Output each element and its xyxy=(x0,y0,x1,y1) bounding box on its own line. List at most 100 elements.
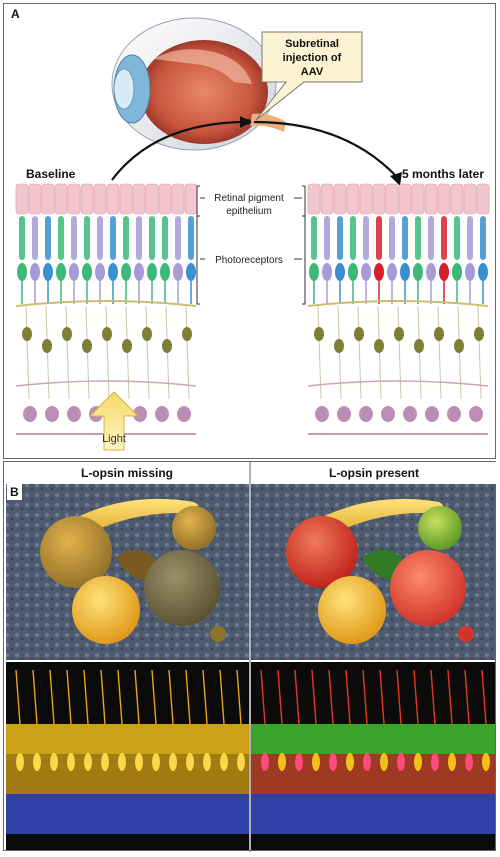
cone-process xyxy=(83,669,89,725)
photoreceptor-outer-segment xyxy=(441,216,447,260)
right-column-header: L-opsin present xyxy=(329,466,419,480)
cone-process xyxy=(362,669,368,725)
rpe-cell xyxy=(28,183,42,215)
cone-process xyxy=(481,669,487,725)
light-label: Light xyxy=(102,433,126,445)
cone-soma xyxy=(346,753,354,771)
rpe-cell xyxy=(41,183,55,215)
cone-process xyxy=(328,669,334,725)
cone-soma xyxy=(278,753,286,771)
ganglion-cell xyxy=(67,406,81,422)
bipolar-cell xyxy=(354,327,364,341)
photoreceptor-outer-segment xyxy=(175,216,181,260)
photoreceptor-outer-segment xyxy=(32,216,38,260)
cone-process xyxy=(236,669,242,725)
photoreceptor-cell-body xyxy=(121,263,131,281)
retina-baseline xyxy=(15,183,198,435)
photoreceptor-cell-body xyxy=(452,263,462,281)
cone-soma xyxy=(482,753,490,771)
photoreceptor-cell-body xyxy=(400,263,410,281)
baseline-label: Baseline xyxy=(26,167,76,181)
bipolar-process xyxy=(105,305,110,400)
cone-soma xyxy=(431,753,439,771)
bipolar-process xyxy=(65,305,70,400)
photoreceptor-outer-segment xyxy=(84,216,90,260)
baseline-arrow xyxy=(111,120,243,181)
ganglion-cell xyxy=(359,406,373,422)
cone-soma xyxy=(363,753,371,771)
cone-process xyxy=(49,669,55,725)
ganglion-cell xyxy=(155,406,169,422)
retina-diagram: Subretinal injection of AAV Baseline 5 m… xyxy=(15,17,490,451)
cone-process xyxy=(185,669,191,725)
photoreceptor-outer-segment xyxy=(110,216,116,260)
bipolar-process xyxy=(317,305,322,400)
ganglion-cell xyxy=(177,406,191,422)
photoreceptor-cell-body xyxy=(335,263,345,281)
bipolar-process xyxy=(357,305,362,400)
cone-process xyxy=(379,669,385,725)
cone-process xyxy=(430,669,436,725)
photoreceptor-outer-segment xyxy=(123,216,129,260)
photoreceptor-cell-body xyxy=(56,263,66,281)
rpe-cell xyxy=(346,183,360,215)
cone-process xyxy=(32,669,38,725)
rpe-cell xyxy=(54,183,68,215)
bipolar-process xyxy=(397,305,402,400)
photoreceptor-outer-segment xyxy=(467,216,473,260)
photoreceptor-cell-body xyxy=(361,263,371,281)
cone-process xyxy=(311,669,317,725)
photoreceptor-cell-body xyxy=(43,263,53,281)
photoreceptor-cell-body xyxy=(309,263,319,281)
bipolar-cell xyxy=(142,327,152,341)
ganglion-cell xyxy=(23,406,37,422)
cone-process xyxy=(413,669,419,725)
cone-process xyxy=(168,669,174,725)
bipolar-cell xyxy=(82,339,92,353)
cone-soma xyxy=(203,753,211,771)
cone-process xyxy=(100,669,106,725)
cone-soma xyxy=(50,753,58,771)
cone-soma xyxy=(448,753,456,771)
fruit-group-present xyxy=(286,498,474,644)
later-label: 5 months later xyxy=(402,167,484,181)
photoreceptor-cell-body xyxy=(478,263,488,281)
photoreceptor-outer-segment xyxy=(136,216,142,260)
rpe-cell xyxy=(411,183,425,215)
photoreceptor-cell-body xyxy=(147,263,157,281)
bipolar-process xyxy=(145,305,150,400)
cone-process xyxy=(294,669,300,725)
left-column-header: L-opsin missing xyxy=(81,466,173,480)
rpe-cell xyxy=(372,183,386,215)
synaptic-layer xyxy=(15,300,197,307)
cone-soma xyxy=(312,753,320,771)
rpe-cell xyxy=(320,183,334,215)
rpe-cell xyxy=(171,183,185,215)
photoreceptor-cell-body xyxy=(82,263,92,281)
cone-soma xyxy=(33,753,41,771)
inner-plexiform-layer xyxy=(307,380,489,387)
photoreceptor-cell-body xyxy=(108,263,118,281)
photoreceptors-label: Photoreceptors xyxy=(215,255,283,266)
ganglion-cell xyxy=(425,406,439,422)
photoreceptor-outer-segment xyxy=(58,216,64,260)
bipolar-cell xyxy=(22,327,32,341)
cone-soma xyxy=(380,753,388,771)
rpe-label-line-1: Retinal pigment xyxy=(214,193,284,204)
rpe-cell xyxy=(67,183,81,215)
photoreceptor-cell-body xyxy=(413,263,423,281)
photoreceptor-outer-segment xyxy=(402,216,408,260)
rpe-cell xyxy=(106,183,120,215)
outer-segment-band xyxy=(251,754,495,794)
layer-labels: Retinal pigment epithelium Photoreceptor… xyxy=(196,185,306,305)
photoreceptor-outer-segment xyxy=(337,216,343,260)
bipolar-cell xyxy=(414,339,424,353)
panel-a: Subretinal injection of AAV Baseline 5 m… xyxy=(3,3,496,459)
cone-process xyxy=(202,669,208,725)
photoreceptor-cell-body xyxy=(95,263,105,281)
photoreceptor-outer-segment xyxy=(376,216,382,260)
cone-process xyxy=(464,669,470,725)
ganglion-cell xyxy=(403,406,417,422)
bipolar-process xyxy=(437,305,442,400)
